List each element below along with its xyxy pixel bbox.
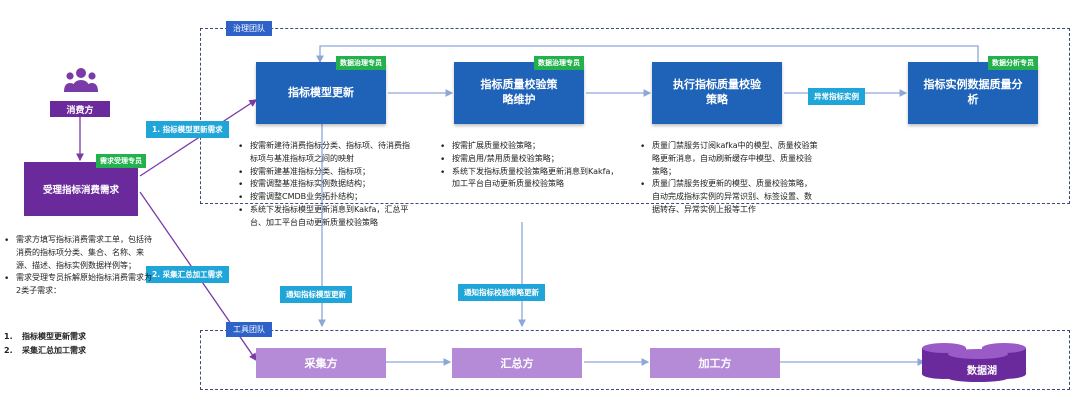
notify-model-label: 通知指标模型更新: [280, 286, 352, 303]
collect-box[interactable]: 采集方: [256, 348, 386, 378]
acceptor-role-tag: 需求受理专员: [96, 154, 146, 168]
tools-region: [200, 330, 1070, 390]
policy-note: 按需扩展质量校验策略；: [440, 140, 624, 154]
consumer-note: 需求方填写指标消费需求工单，包括待消费的指标项分类、集合、名称、来源、描述、指标…: [4, 234, 152, 272]
consumer-label: 消费方: [50, 101, 110, 117]
exec-note: 质量门禁服务按更新的模型、质量校验策略，自动完成指标实例的异常识别、标签设置、数…: [640, 178, 818, 216]
line-accept-to-model: [139, 99, 258, 177]
accept-demand-box[interactable]: 受理指标消费需求: [24, 162, 138, 216]
governance-region-tag: 治理团队: [226, 21, 272, 36]
req2-flow-label: 2. 采集汇总加工需求: [146, 266, 229, 283]
sub-demand-item: 2.采集汇总加工需求: [4, 345, 86, 355]
policy-note: 按需启用/禁用质量校验策略；: [440, 153, 624, 167]
exec-notes: 质量门禁服务订阅kafka中的模型、质量校验策略更新消息，自动刷新缓存中模型、质…: [640, 140, 818, 217]
policy-notes: 按需扩展质量校验策略； 按需启用/禁用质量校验策略； 系统下发指标质量校验策略更…: [440, 140, 624, 191]
governance-region: [200, 28, 1070, 204]
database-cylinders-icon: [922, 343, 1026, 382]
policy-maintain-box[interactable]: 指标质量校验策略维护: [454, 62, 584, 124]
users-group-icon: [64, 68, 98, 92]
model-note: 按需调整基准指标实例数据结构；: [238, 178, 414, 192]
consumer-notes: 需求方填写指标消费需求工单，包括待消费的指标项分类、集合、名称、来源、描述、指标…: [4, 234, 152, 298]
line-feedback-loop: [316, 45, 979, 64]
model-note: 按需调整CMDB业务拓扑结构；: [238, 191, 414, 205]
model-update-box[interactable]: 指标模型更新: [256, 62, 386, 124]
consumer-note: 需求受理专员拆解原始指标消费需求为2类子需求：: [4, 272, 152, 298]
exec-policy-box[interactable]: 执行指标质量校验策略: [652, 62, 782, 124]
model-notes: 按需新建待消费指标分类、指标项、待消费指标项与基准指标项之间的映射 按需新建基准…: [238, 140, 414, 230]
tools-region-tag: 工具团队: [226, 322, 272, 337]
model-role-tag: 数据治理专员: [336, 56, 386, 70]
quality-analysis-box[interactable]: 指标实例数据质量分析: [908, 62, 1038, 124]
process-box[interactable]: 加工方: [650, 348, 780, 378]
req1-flow-label: 1. 指标模型更新需求: [146, 121, 229, 138]
consumer-sub-demands: 1.指标模型更新需求 2.采集汇总加工需求: [4, 330, 152, 357]
data-lake-label: 数据湖: [967, 366, 997, 377]
model-note: 按需新建基准指标分类、指标项；: [238, 166, 414, 180]
policy-note: 系统下发指标质量校验策略更新消息到Kakfa，加工平台自动更新质量校验策略: [440, 166, 624, 192]
abnormal-flow-label: 异常指标实例: [808, 88, 865, 105]
analysis-role-tag: 数据分析专员: [988, 56, 1038, 70]
sub-demand-item: 1.指标模型更新需求: [4, 332, 86, 341]
model-note: 系统下发指标模型更新消息到Kakfa，汇总平台、加工平台自动更新质量校验策略: [238, 204, 414, 230]
model-note: 按需新建待消费指标分类、指标项、待消费指标项与基准指标项之间的映射: [238, 140, 414, 166]
summary-box[interactable]: 汇总方: [452, 348, 582, 378]
exec-note: 质量门禁服务订阅kafka中的模型、质量校验策略更新消息，自动刷新缓存中模型、质…: [640, 140, 818, 178]
policy-role-tag: 数据治理专员: [534, 56, 584, 70]
notify-policy-label: 通知指标校验策略更新: [458, 284, 545, 301]
